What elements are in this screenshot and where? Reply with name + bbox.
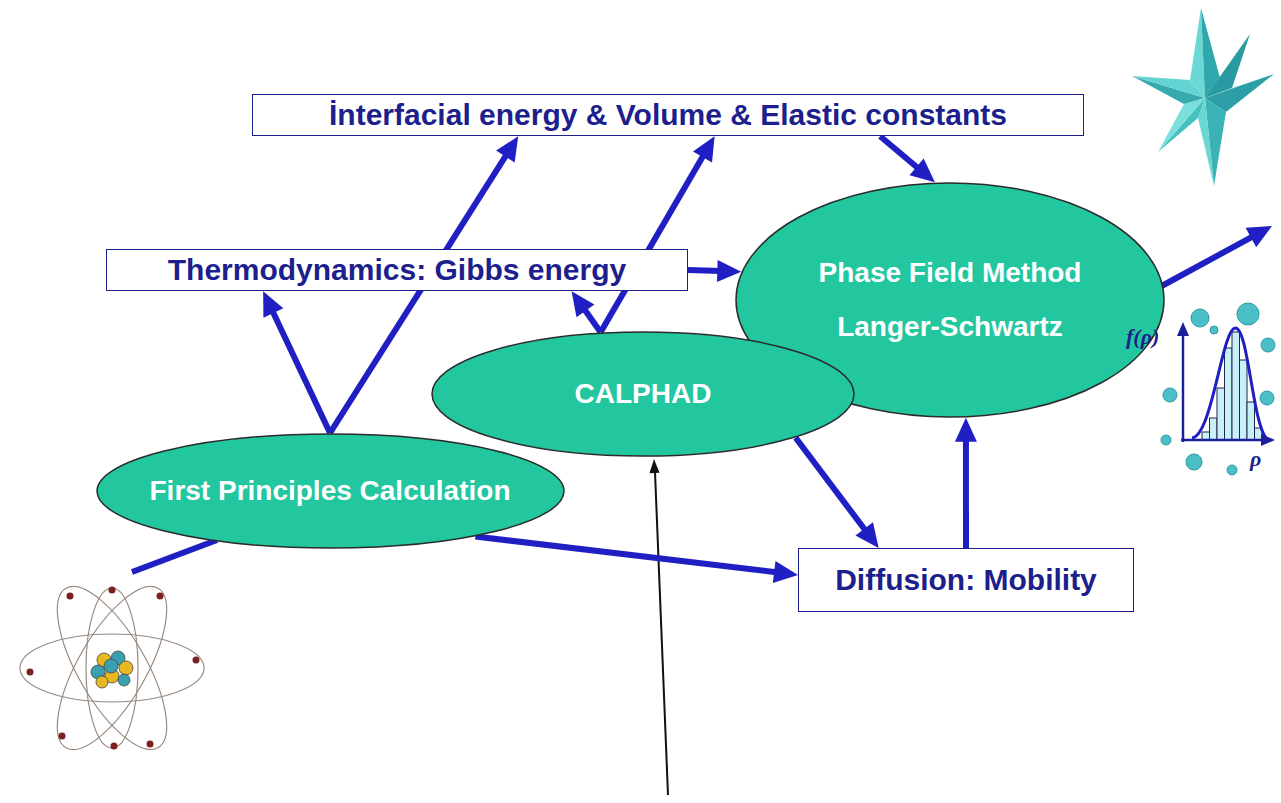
flow-arrow: [601, 136, 715, 332]
axis-arrow: [1261, 434, 1275, 446]
arrow-head: [496, 136, 518, 162]
arrow-head: [717, 260, 741, 282]
pointer-head: [650, 459, 660, 473]
method-ellipse: First Principles Calculation: [96, 433, 565, 549]
flow-arrow: [263, 291, 330, 433]
histogram-bar: [1247, 402, 1255, 440]
electron: [147, 741, 154, 748]
histogram-bar: [1210, 418, 1218, 440]
arrow-shaft: [796, 438, 867, 532]
method-ellipse: CALPHAD: [431, 331, 855, 457]
particle-dot: [1210, 326, 1218, 334]
axis-arrow: [1177, 322, 1189, 336]
dendrite-crystal: [1132, 8, 1274, 186]
crystal-facet: [1132, 76, 1205, 104]
arrow-shaft: [688, 270, 721, 271]
text-stack: Thermodynamics: Gibbs energy: [107, 250, 687, 291]
arrow-head: [693, 136, 715, 162]
ellipse-shape: [432, 332, 854, 456]
nucleon: [104, 659, 118, 673]
property-box: İnterfacial energy & Volume & Elastic co…: [252, 94, 1084, 137]
particle-dot: [1237, 303, 1259, 325]
node-label: Phase Field Method: [819, 257, 1082, 289]
arrow-head: [909, 158, 934, 182]
histogram-bar: [1240, 360, 1248, 440]
histogram-bar: [1225, 348, 1233, 440]
crystal-facet: [1198, 98, 1214, 186]
axis-label: ρ: [1250, 447, 1261, 471]
particle-dot: [1191, 309, 1209, 327]
axis-line: [1181, 439, 1262, 442]
crystal-facet: [1158, 98, 1205, 152]
arrow-shaft: [583, 308, 600, 333]
text-stack: İnterfacial energy & Volume & Elastic co…: [253, 95, 1083, 136]
atom-illustration: [20, 540, 217, 765]
electron-orbit: [20, 634, 204, 702]
nucleon: [118, 674, 130, 686]
arrow-head: [1246, 226, 1272, 247]
particle-dot: [1227, 465, 1237, 475]
histogram-bar: [1232, 332, 1240, 440]
node-label: İnterfacial energy & Volume & Elastic co…: [329, 98, 1007, 133]
axis-label: f(ρ): [1126, 325, 1159, 349]
pointer-line: [655, 472, 668, 795]
text-stack: CALPHAD: [431, 331, 855, 457]
property-box: Diffusion: Mobility: [798, 548, 1134, 612]
node-label: Thermodynamics: Gibbs energy: [168, 253, 626, 288]
size-distribution-plot: [1161, 303, 1275, 475]
arrow-head: [855, 522, 878, 548]
property-box: Thermodynamics: Gibbs energy: [106, 249, 688, 292]
nucleon: [119, 661, 133, 675]
electron: [157, 593, 164, 600]
distribution-curve: [1192, 328, 1266, 438]
electron: [109, 587, 116, 594]
arrow-head: [773, 561, 798, 583]
particle-dot: [1163, 388, 1177, 402]
flow-arrow: [796, 438, 879, 548]
electron: [27, 669, 34, 676]
arrow-shaft: [1158, 236, 1254, 288]
arrow-shaft: [963, 438, 969, 548]
flow-arrow: [572, 291, 601, 332]
flow-arrow: [475, 537, 798, 583]
particle-dot: [1260, 391, 1274, 405]
arrow-head: [263, 291, 283, 317]
histogram-bar: [1217, 388, 1225, 440]
output-arrow: [1158, 226, 1272, 288]
electron: [111, 743, 118, 750]
nucleon: [96, 676, 108, 688]
axis-line: [1182, 334, 1185, 442]
node-label: CALPHAD: [575, 378, 712, 410]
text-stack: First Principles Calculation: [96, 433, 565, 549]
electron-orbit: [86, 588, 138, 748]
electron: [59, 733, 66, 740]
particle-dot: [1186, 454, 1202, 470]
electron-orbit: [37, 571, 188, 764]
arrow-shaft: [880, 136, 919, 169]
arrow-shaft: [475, 537, 778, 573]
ellipse-shape: [97, 434, 564, 548]
flow-arrow: [688, 260, 741, 282]
particle-dot: [1261, 338, 1275, 352]
node-label: First Principles Calculation: [150, 475, 511, 507]
text-stack: Diffusion: Mobility: [799, 549, 1133, 611]
flow-arrow: [955, 418, 977, 548]
arrow-head: [955, 418, 977, 442]
arrow-shaft: [272, 309, 330, 433]
node-label: Langer-Schwartz: [837, 311, 1063, 343]
arrow-shaft: [601, 154, 705, 333]
connector-line: [132, 540, 217, 572]
node-label: Diffusion: Mobility: [835, 563, 1097, 598]
electron: [67, 593, 74, 600]
electron: [193, 657, 200, 664]
flow-arrow: [880, 136, 935, 182]
electron-orbit: [37, 571, 188, 764]
crystal-facet: [1158, 98, 1205, 152]
crystal-facet: [1132, 76, 1205, 98]
particle-dot: [1161, 435, 1171, 445]
arrow-head: [572, 291, 595, 317]
pointer-arrow: [650, 459, 669, 795]
